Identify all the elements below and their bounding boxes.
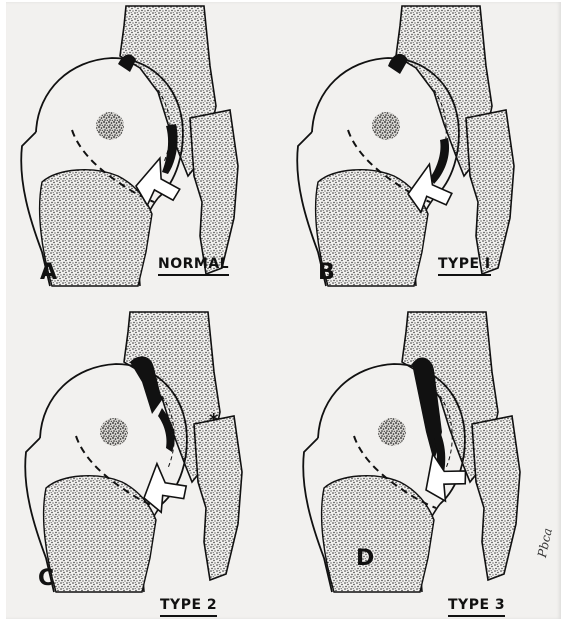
panel-a-diagram: [21, 6, 238, 286]
panel-b-caption: TYPE I: [438, 257, 491, 276]
panel-b-diagram: [297, 6, 514, 286]
panel-d-letter: D: [356, 548, 374, 570]
panel-c-caption: TYPE 2: [160, 598, 217, 617]
panel-b-letter: B: [318, 262, 335, 284]
panel-c-asterisk: *: [209, 412, 218, 430]
panel-a-caption: NORMAL: [158, 257, 229, 276]
panel-c-letter: C: [38, 568, 54, 590]
panel-a-letter: A: [40, 262, 57, 284]
panel-d-caption: TYPE 3: [448, 598, 505, 617]
panel-c-diagram: [25, 312, 242, 592]
panel-d-diagram: [303, 312, 520, 592]
